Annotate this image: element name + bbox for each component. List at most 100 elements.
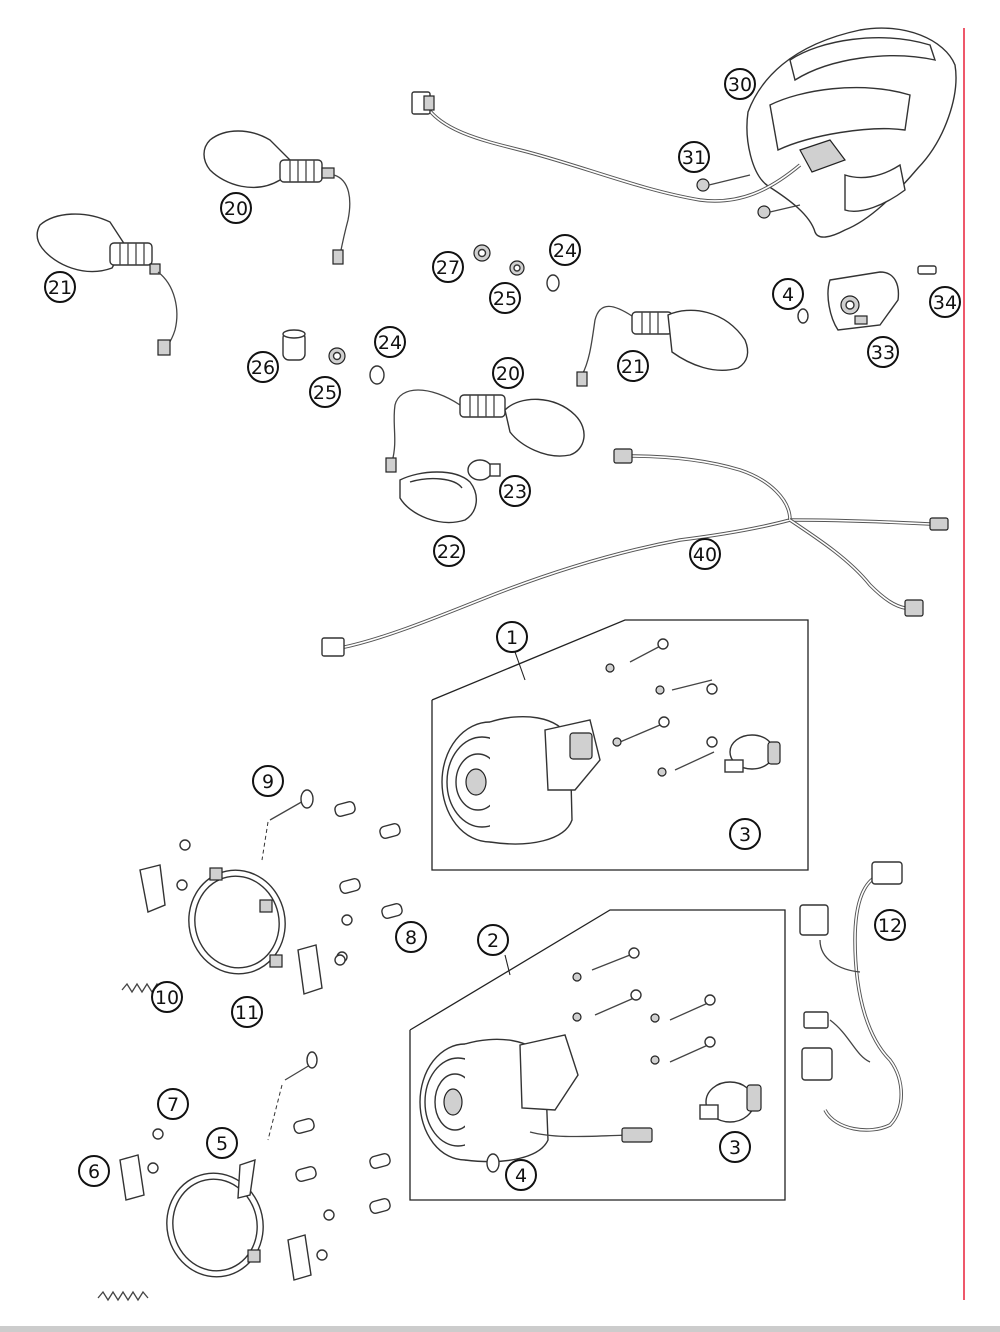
callout-2: 2 [477, 924, 509, 956]
indicator-20-upper [203, 130, 351, 265]
callout-number: 8 [405, 927, 417, 949]
callout-number: 20 [496, 363, 520, 385]
washer-24-middle [369, 365, 385, 385]
callout-24: 24 [374, 326, 406, 358]
callout-33: 33 [867, 336, 899, 368]
indicator-20-front [385, 389, 585, 473]
callout-circle [867, 336, 899, 368]
wiring-harness-40 [321, 448, 949, 657]
lock-washer-25-upper [509, 260, 525, 276]
rubber-bushings-8 [334, 801, 403, 963]
callout-22: 22 [433, 535, 465, 567]
callout-number: 30 [728, 74, 752, 96]
callout-24: 24 [549, 234, 581, 266]
callout-number: 25 [493, 288, 517, 310]
callout-25: 25 [489, 282, 521, 314]
callout-27: 27 [432, 251, 464, 283]
callout-23: 23 [499, 475, 531, 507]
page-bottom-edge [0, 1326, 1000, 1332]
callout-number: 2 [487, 930, 499, 952]
callout-circle [220, 192, 252, 224]
callout-20: 20 [220, 192, 252, 224]
callout-40: 40 [689, 538, 721, 570]
indicator-lens-22 [399, 471, 477, 524]
callout-circle [689, 538, 721, 570]
callout-circle [157, 1088, 189, 1120]
callout-circle [505, 1159, 537, 1191]
indicator-21-front [576, 305, 749, 387]
callout-number: 9 [262, 771, 274, 793]
callout-circle [432, 251, 464, 283]
callout-number: 12 [878, 915, 902, 937]
callout-circle [492, 357, 524, 389]
callout-circle [678, 141, 710, 173]
callout-4: 4 [505, 1159, 537, 1191]
adjust-screw-lower [267, 1051, 318, 1141]
callout-number: 20 [224, 198, 248, 220]
callout-circle [772, 278, 804, 310]
callout-circle [499, 475, 531, 507]
callout-circle [44, 271, 76, 303]
callout-number: 3 [739, 824, 751, 846]
callout-number: 11 [235, 1002, 259, 1024]
callout-7: 7 [157, 1088, 189, 1120]
callout-circle [724, 68, 756, 100]
callout-31: 31 [678, 141, 710, 173]
callout-number: 25 [313, 382, 337, 404]
callout-circle [496, 621, 528, 653]
callout-circle [252, 765, 284, 797]
callout-circle [374, 326, 406, 358]
callout-circle [874, 909, 906, 941]
rubber-bushings-lower [293, 1118, 391, 1261]
callout-number: 40 [693, 544, 717, 566]
callout-34: 34 [929, 286, 961, 318]
indicator-21-upper [36, 213, 178, 356]
headlight-bulb-3-upper [724, 734, 781, 773]
callout-21: 21 [617, 350, 649, 382]
lock-washer-25-middle [328, 347, 346, 365]
callout-3: 3 [719, 1131, 751, 1163]
callout-number: 4 [782, 284, 794, 306]
callout-21: 21 [44, 271, 76, 303]
callout-circle [206, 1127, 238, 1159]
callout-circle [929, 286, 961, 318]
washer-24-upper [546, 274, 560, 292]
tail-light-assembly [746, 27, 957, 238]
callout-number: 6 [88, 1161, 100, 1183]
callout-number: 10 [155, 987, 179, 1009]
adjust-clip-6 [119, 1128, 312, 1281]
mounting-ring-11 [188, 867, 286, 975]
spacer-26 [282, 329, 306, 361]
adjust-screw-9 [261, 789, 314, 861]
headlight-bolts-1 [605, 638, 718, 777]
headlight-wire-12 [799, 861, 903, 1132]
indicator-bulb-23 [467, 459, 501, 481]
callout-30: 30 [724, 68, 756, 100]
callout-6: 6 [78, 1155, 110, 1187]
callout-number: 21 [621, 356, 645, 378]
callout-circle [477, 924, 509, 956]
callout-number: 33 [871, 342, 895, 364]
callout-3: 3 [729, 818, 761, 850]
callout-number: 31 [682, 147, 706, 169]
callout-circle [729, 818, 761, 850]
headlight-frame-2 [409, 909, 786, 1201]
callout-number: 22 [437, 541, 461, 563]
adjust-clips-upper [139, 839, 346, 995]
headlight-unit-1 [441, 716, 601, 845]
callout-circle [151, 981, 183, 1013]
callout-25: 25 [309, 376, 341, 408]
callout-number: 1 [506, 627, 518, 649]
callout-5: 5 [206, 1127, 238, 1159]
callout-circle [719, 1131, 751, 1163]
callout-number: 21 [48, 277, 72, 299]
callout-number: 23 [503, 481, 527, 503]
headlight-unit-2 [419, 1034, 653, 1163]
callout-number: 5 [216, 1133, 228, 1155]
callout-8: 8 [395, 921, 427, 953]
callout-circle [489, 282, 521, 314]
callout-number: 24 [378, 332, 402, 354]
headlight-frame-1 [431, 619, 809, 871]
callout-circle [617, 350, 649, 382]
